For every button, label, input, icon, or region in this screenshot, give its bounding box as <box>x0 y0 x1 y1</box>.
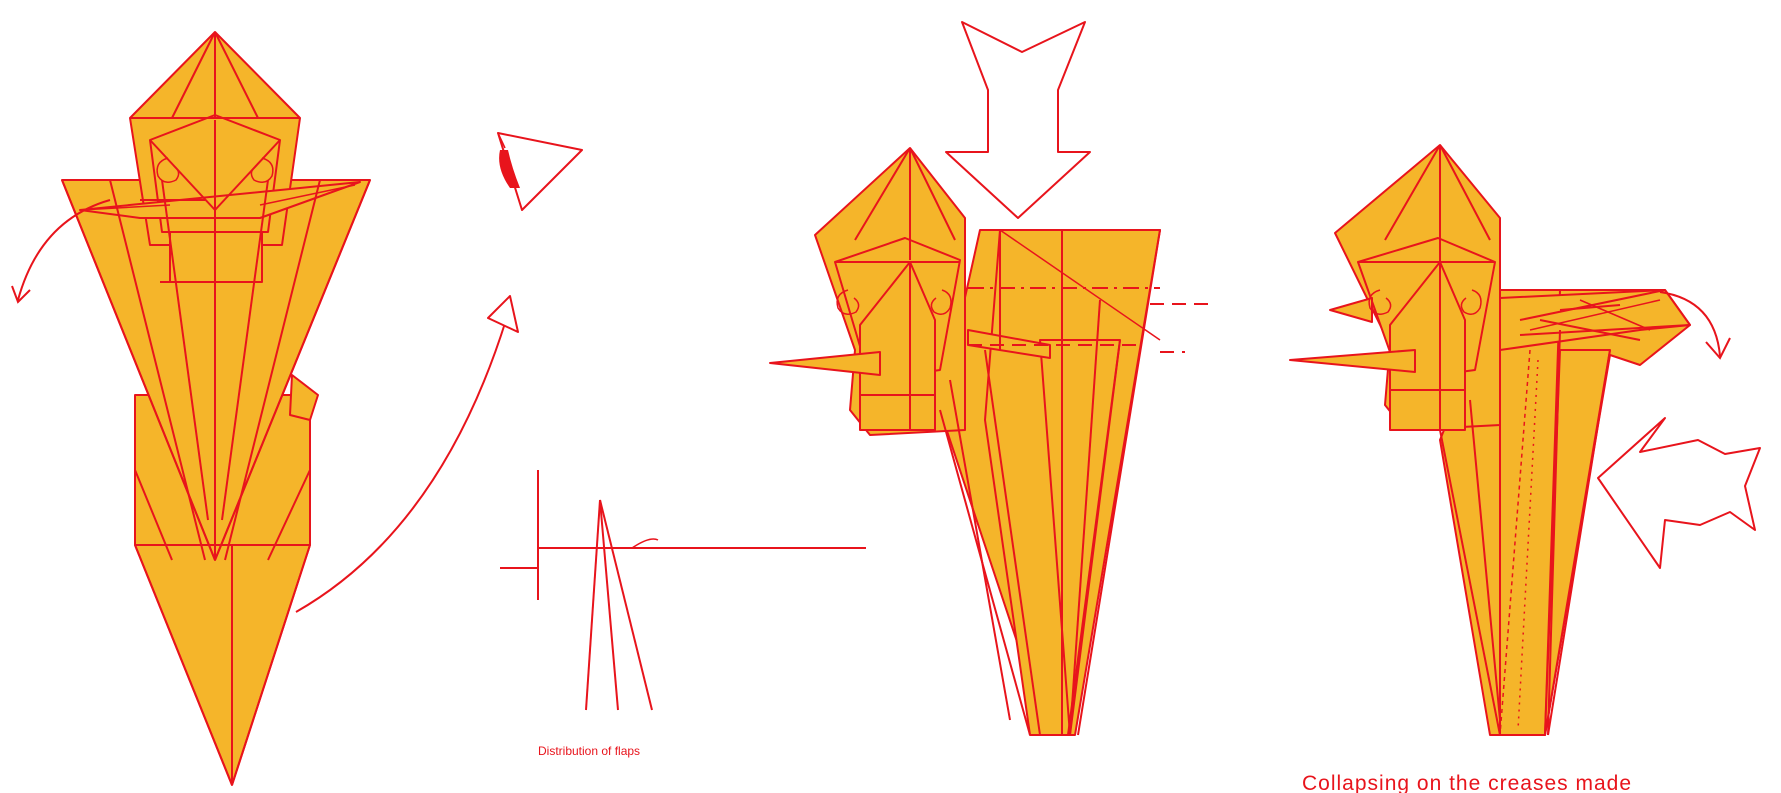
step-1-model <box>62 32 370 785</box>
flap-distribution-caption: Distribution of flaps <box>538 744 640 758</box>
fold-arrow-icon <box>296 296 518 612</box>
step-3-model <box>770 148 1160 735</box>
push-arrow-icon <box>1598 418 1760 568</box>
step-4-model <box>1290 145 1690 735</box>
flap-distribution <box>500 470 866 710</box>
push-arrow-icon <box>946 22 1090 218</box>
collapse-caption: Collapsing on the creases made <box>1302 772 1632 793</box>
eye-icon <box>498 133 582 210</box>
